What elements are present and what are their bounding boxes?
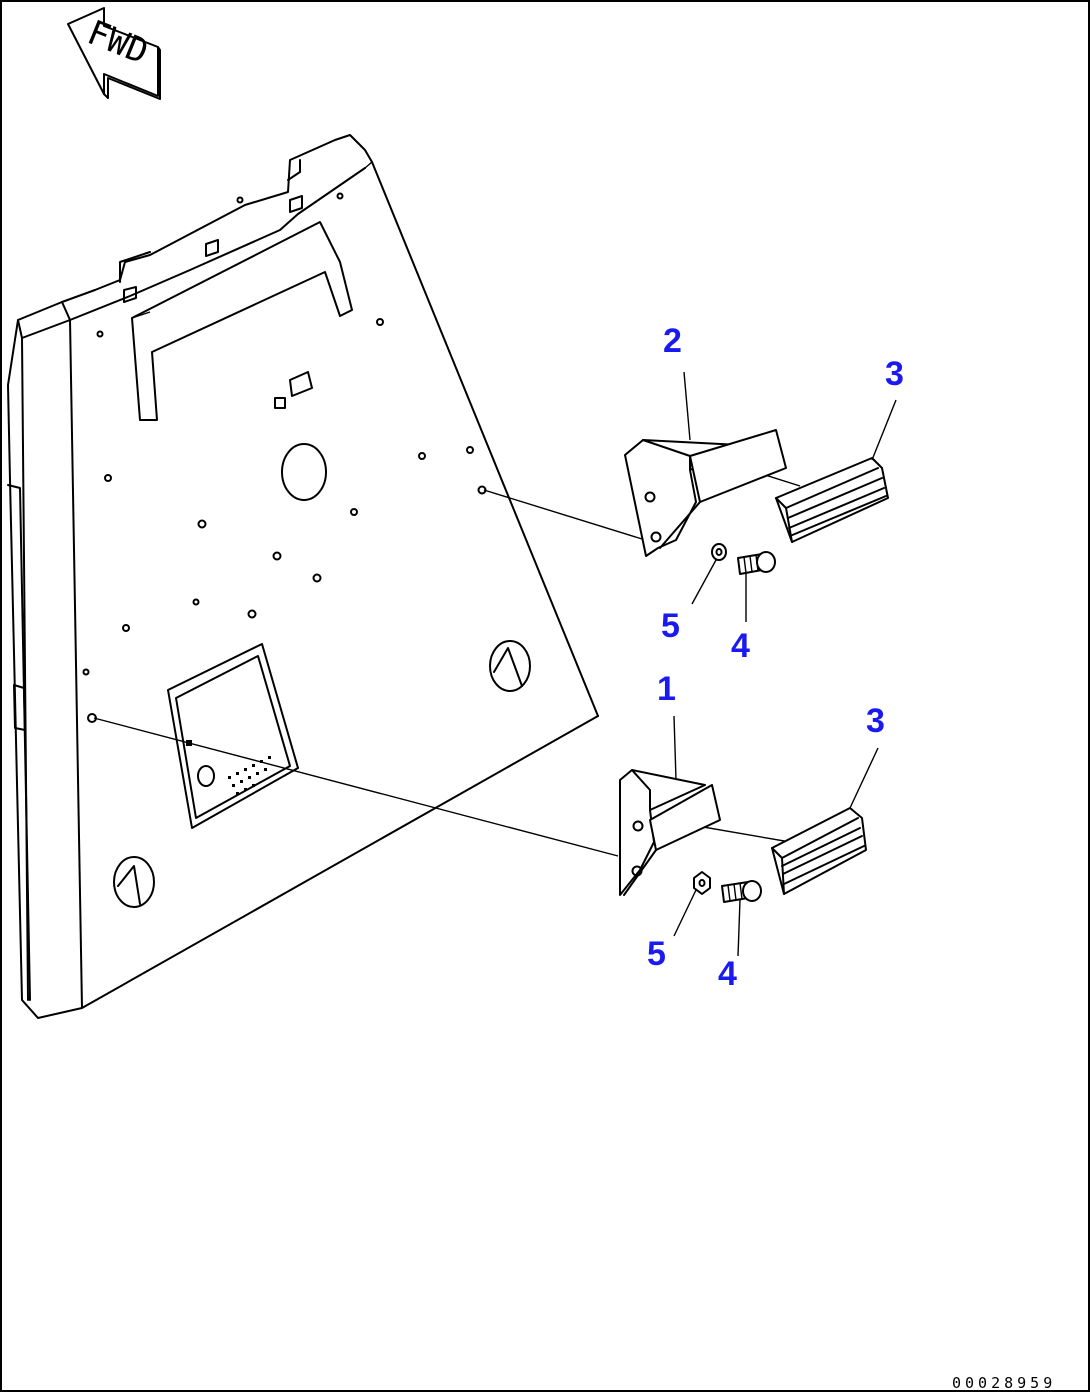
callout-part-4-lower: 4 [718, 955, 737, 993]
pedal-pad-lower [771, 807, 867, 895]
callout-part-5-lower: 5 [647, 935, 666, 973]
callout-labels: 2 3 5 4 1 3 5 4 [647, 322, 904, 993]
callout-part-5-upper: 5 [661, 607, 680, 645]
washer-lower [693, 871, 711, 895]
bolt-upper [737, 551, 776, 575]
callout-part-4-upper: 4 [731, 627, 750, 665]
callout-part-3-lower: 3 [866, 702, 885, 740]
callout-part-1: 1 [657, 670, 676, 708]
callout-part-2: 2 [663, 322, 682, 360]
drawing-number: 00028959 [952, 1374, 1056, 1392]
fwd-direction-arrow: FWD [67, 7, 161, 100]
bolt-lower [721, 880, 762, 903]
pedal-pad-upper [775, 457, 889, 543]
console-panel [7, 134, 599, 1019]
callout-leaders [673, 371, 897, 957]
washer-upper [711, 543, 727, 561]
callout-part-3-upper: 3 [885, 355, 904, 393]
fwd-label: FWD [82, 13, 154, 73]
bolt-holes [82, 192, 487, 723]
pedal-bracket-lower [619, 769, 721, 896]
pedal-bracket-upper [624, 429, 787, 557]
